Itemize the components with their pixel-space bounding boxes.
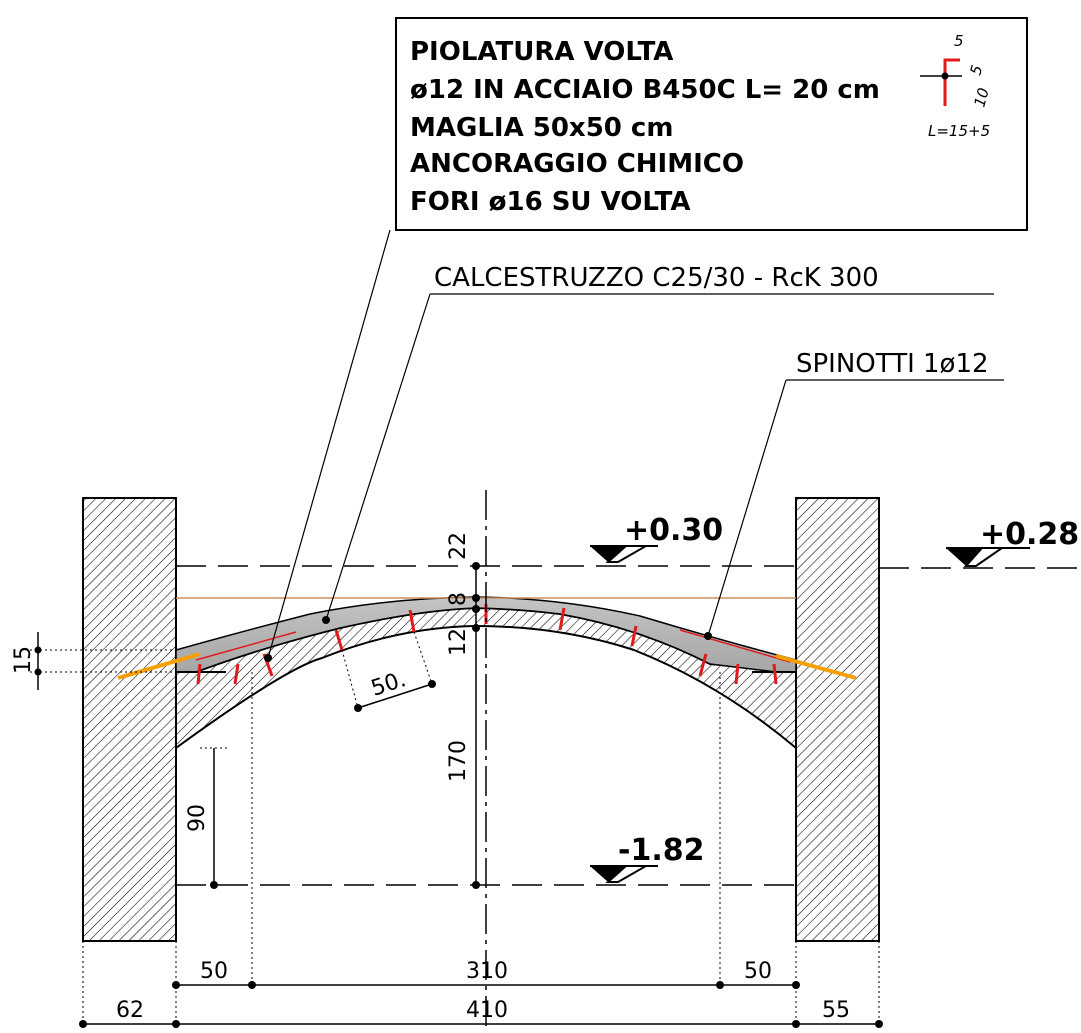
dim-row2-mid: 410 xyxy=(466,998,508,1023)
leader-note-box xyxy=(267,229,391,659)
rebar-right xyxy=(679,629,791,663)
dim-row1-left: 50 xyxy=(200,959,228,984)
rebar-left xyxy=(195,631,297,661)
dowel xyxy=(698,653,708,677)
note-line-5: FORI ø16 SU VOLTA xyxy=(410,187,690,217)
dim-50-line xyxy=(357,683,433,709)
dim-90: 90 xyxy=(185,804,210,832)
dim-50-spacing: 50. xyxy=(368,667,409,702)
leader-dowels xyxy=(707,379,787,637)
level-marker-bottom: -1.82 xyxy=(590,833,704,883)
level-marker-right: +0.28 xyxy=(946,517,1079,567)
connector-left xyxy=(117,652,201,680)
dim-row1-right: 50 xyxy=(744,959,772,984)
level-top-right: +0.28 xyxy=(980,517,1079,552)
dowel xyxy=(196,663,202,685)
dowel xyxy=(558,607,566,631)
level-marker-top: +0.30 xyxy=(590,513,723,563)
label-dowels: SPINOTTI 1ø12 xyxy=(796,349,989,379)
note-line-4: ANCORAGGIO CHIMICO xyxy=(410,149,744,179)
leader-dot xyxy=(704,632,712,640)
detail-side-dim: 5 xyxy=(966,63,986,77)
dim-dot xyxy=(34,668,42,676)
dim-170: 170 xyxy=(446,740,471,782)
dim-22: 22 xyxy=(446,532,471,560)
dim-row2-right: 55 xyxy=(822,998,850,1023)
note-box xyxy=(395,17,1028,231)
dowel xyxy=(734,663,740,685)
level-bottom: -1.82 xyxy=(618,833,704,868)
dim-row-2-dots xyxy=(79,1020,883,1028)
dowel xyxy=(630,625,638,647)
dim-50-ext-b xyxy=(413,631,433,685)
dim-row-1-dots xyxy=(172,981,800,989)
dowel xyxy=(408,609,416,633)
label-concrete: CALCESTRUZZO C25/30 - RcK 300 xyxy=(434,263,879,293)
dowel xyxy=(233,663,240,685)
dim-dot xyxy=(34,646,42,654)
connector-right xyxy=(775,654,857,680)
left-wall xyxy=(82,497,177,942)
note-line-2: ø12 IN ACCIAIO B450C L= 20 cm xyxy=(410,75,880,105)
rebar-detail: 5 5 10 L=15+5 xyxy=(920,32,993,140)
dim-row1-mid: 310 xyxy=(466,959,508,984)
leader-dot xyxy=(264,654,272,662)
note-line-1: PIOLATURA VOLTA xyxy=(410,37,673,67)
dim-dot xyxy=(210,881,218,889)
dim-50-ext-a xyxy=(341,649,359,709)
dim-8: 8 xyxy=(446,592,471,606)
leader-concrete xyxy=(325,293,431,621)
dim-row2-left: 62 xyxy=(116,998,144,1023)
dim-12: 12 xyxy=(446,628,471,656)
dim-dots xyxy=(472,562,480,889)
detail-bottom-dim: 10 xyxy=(970,86,992,109)
note-line-3: MAGLIA 50x50 cm xyxy=(410,113,673,143)
dim-15: 15 xyxy=(11,646,36,674)
right-wall xyxy=(795,497,880,942)
leader-dot xyxy=(322,616,330,624)
dowel xyxy=(334,629,344,651)
detail-top-dim: 5 xyxy=(954,32,964,50)
dowel xyxy=(772,663,778,685)
detail-length: L=15+5 xyxy=(928,122,990,140)
level-top-left: +0.30 xyxy=(624,513,723,548)
